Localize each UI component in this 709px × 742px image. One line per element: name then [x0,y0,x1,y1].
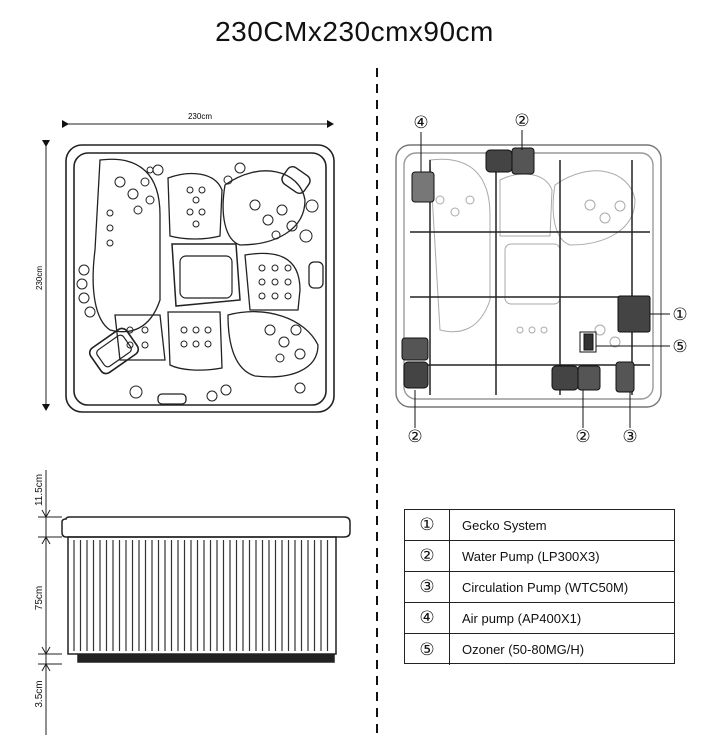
legend-text: Air pump (AP400X1) [462,610,582,626]
legend-number: ② [405,541,450,571]
side-cabinet-label: 75cm [34,586,45,610]
callout-water-pump-top: ② [514,111,529,130]
top-view [42,120,335,413]
side-view [38,470,351,735]
callout-ozoner: ⑤ [672,337,687,356]
callout-air-pump: ④ [413,113,428,132]
legend-text: Circulation Pump (WTC50M) [462,579,629,595]
legend-text: Ozoner (50-80MG/H) [462,642,585,657]
side-base-label: 3.5cm [34,680,45,707]
legend-number: ③ [405,572,450,602]
callout-circulation-pump: ③ [622,427,637,446]
legend-row: ① Gecko System [405,510,674,541]
callout-water-pump-bottom: ② [575,427,590,446]
legend-row: ② Water Pump (LP300X3) [405,541,674,572]
legend-number: ④ [405,603,450,633]
legend-row: ④ Air pump (AP400X1) [405,603,674,634]
legend-number: ⑤ [405,634,450,665]
components-legend: ① Gecko System ② Water Pump (LP300X3) ③ … [404,509,675,665]
legend-row: ⑤ Ozoner (50-80MG/H) [405,634,674,665]
callout-gecko: ① [672,305,687,324]
height-dimension-label: 230cm [35,266,44,290]
legend-text: Gecko System [462,517,547,533]
legend-row: ③ Circulation Pump (WTC50M) [405,572,674,603]
legend-number: ① [405,510,450,540]
page-title: 230CMx230cmx90cm [215,16,494,47]
plumbing-view [395,130,670,428]
plumbing-callouts: ④ ② ① ⑤ ② ② ③ [407,111,687,446]
legend-text: Water Pump (LP300X3) [462,548,600,564]
callout-water-pump-left: ② [407,427,422,446]
side-skirt-label: 11.5cm [34,474,45,506]
width-dimension-label: 230cm [188,112,212,121]
side-panels [73,540,329,651]
